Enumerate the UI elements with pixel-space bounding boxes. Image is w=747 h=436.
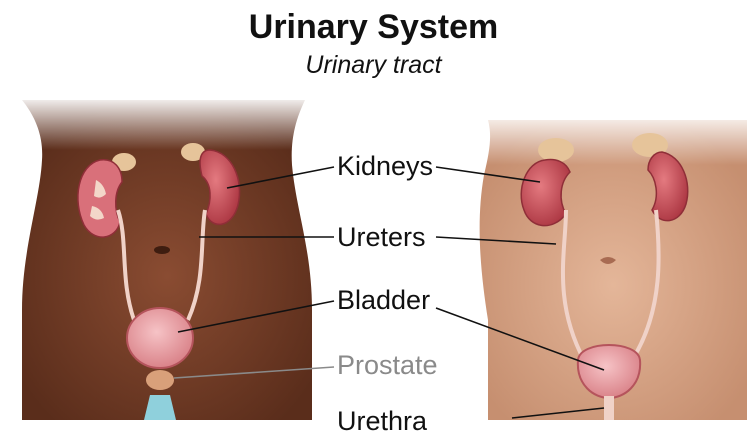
male-bladder <box>126 307 194 369</box>
label-kidneys: Kidneys <box>337 151 434 181</box>
male-adrenal-right <box>181 143 205 161</box>
male-urethra <box>144 395 176 420</box>
male-ureter-left <box>116 209 136 321</box>
male-urinary-organs <box>77 143 241 420</box>
diagram-subtitle: Urinary tract <box>305 51 442 79</box>
leader-lines <box>173 166 605 419</box>
male-kidney-left <box>77 159 123 238</box>
leader-kidneys-male <box>226 166 335 189</box>
leader-ureters-female <box>435 236 557 245</box>
female-adrenal-right <box>632 133 668 157</box>
diagram-title: Urinary System <box>248 8 499 46</box>
male-prostate <box>146 370 174 390</box>
male-navel <box>154 246 170 254</box>
anatomy-illustration <box>0 95 747 420</box>
female-adrenal-left <box>538 138 574 162</box>
female-urethra <box>604 396 614 420</box>
leader-bladder-male <box>177 300 335 333</box>
label-prostate: Prostate <box>337 350 438 380</box>
female-urinary-organs <box>520 133 689 420</box>
leader-kidneys-female <box>435 166 541 183</box>
male-kidney-left-section <box>90 180 106 220</box>
leader-prostate <box>173 366 335 379</box>
female-kidney-right <box>647 151 689 222</box>
leader-urethra-female <box>511 407 605 419</box>
label-ureters: Ureters <box>337 222 426 252</box>
female-ureter-right <box>630 209 661 362</box>
female-ureter-left <box>560 209 586 361</box>
female-bladder <box>576 344 642 400</box>
female-navel <box>600 257 616 264</box>
male-ureter-right <box>186 209 207 321</box>
label-urethra: Urethra <box>337 406 428 436</box>
label-bladder: Bladder <box>337 285 431 315</box>
leader-bladder-female <box>435 307 605 371</box>
